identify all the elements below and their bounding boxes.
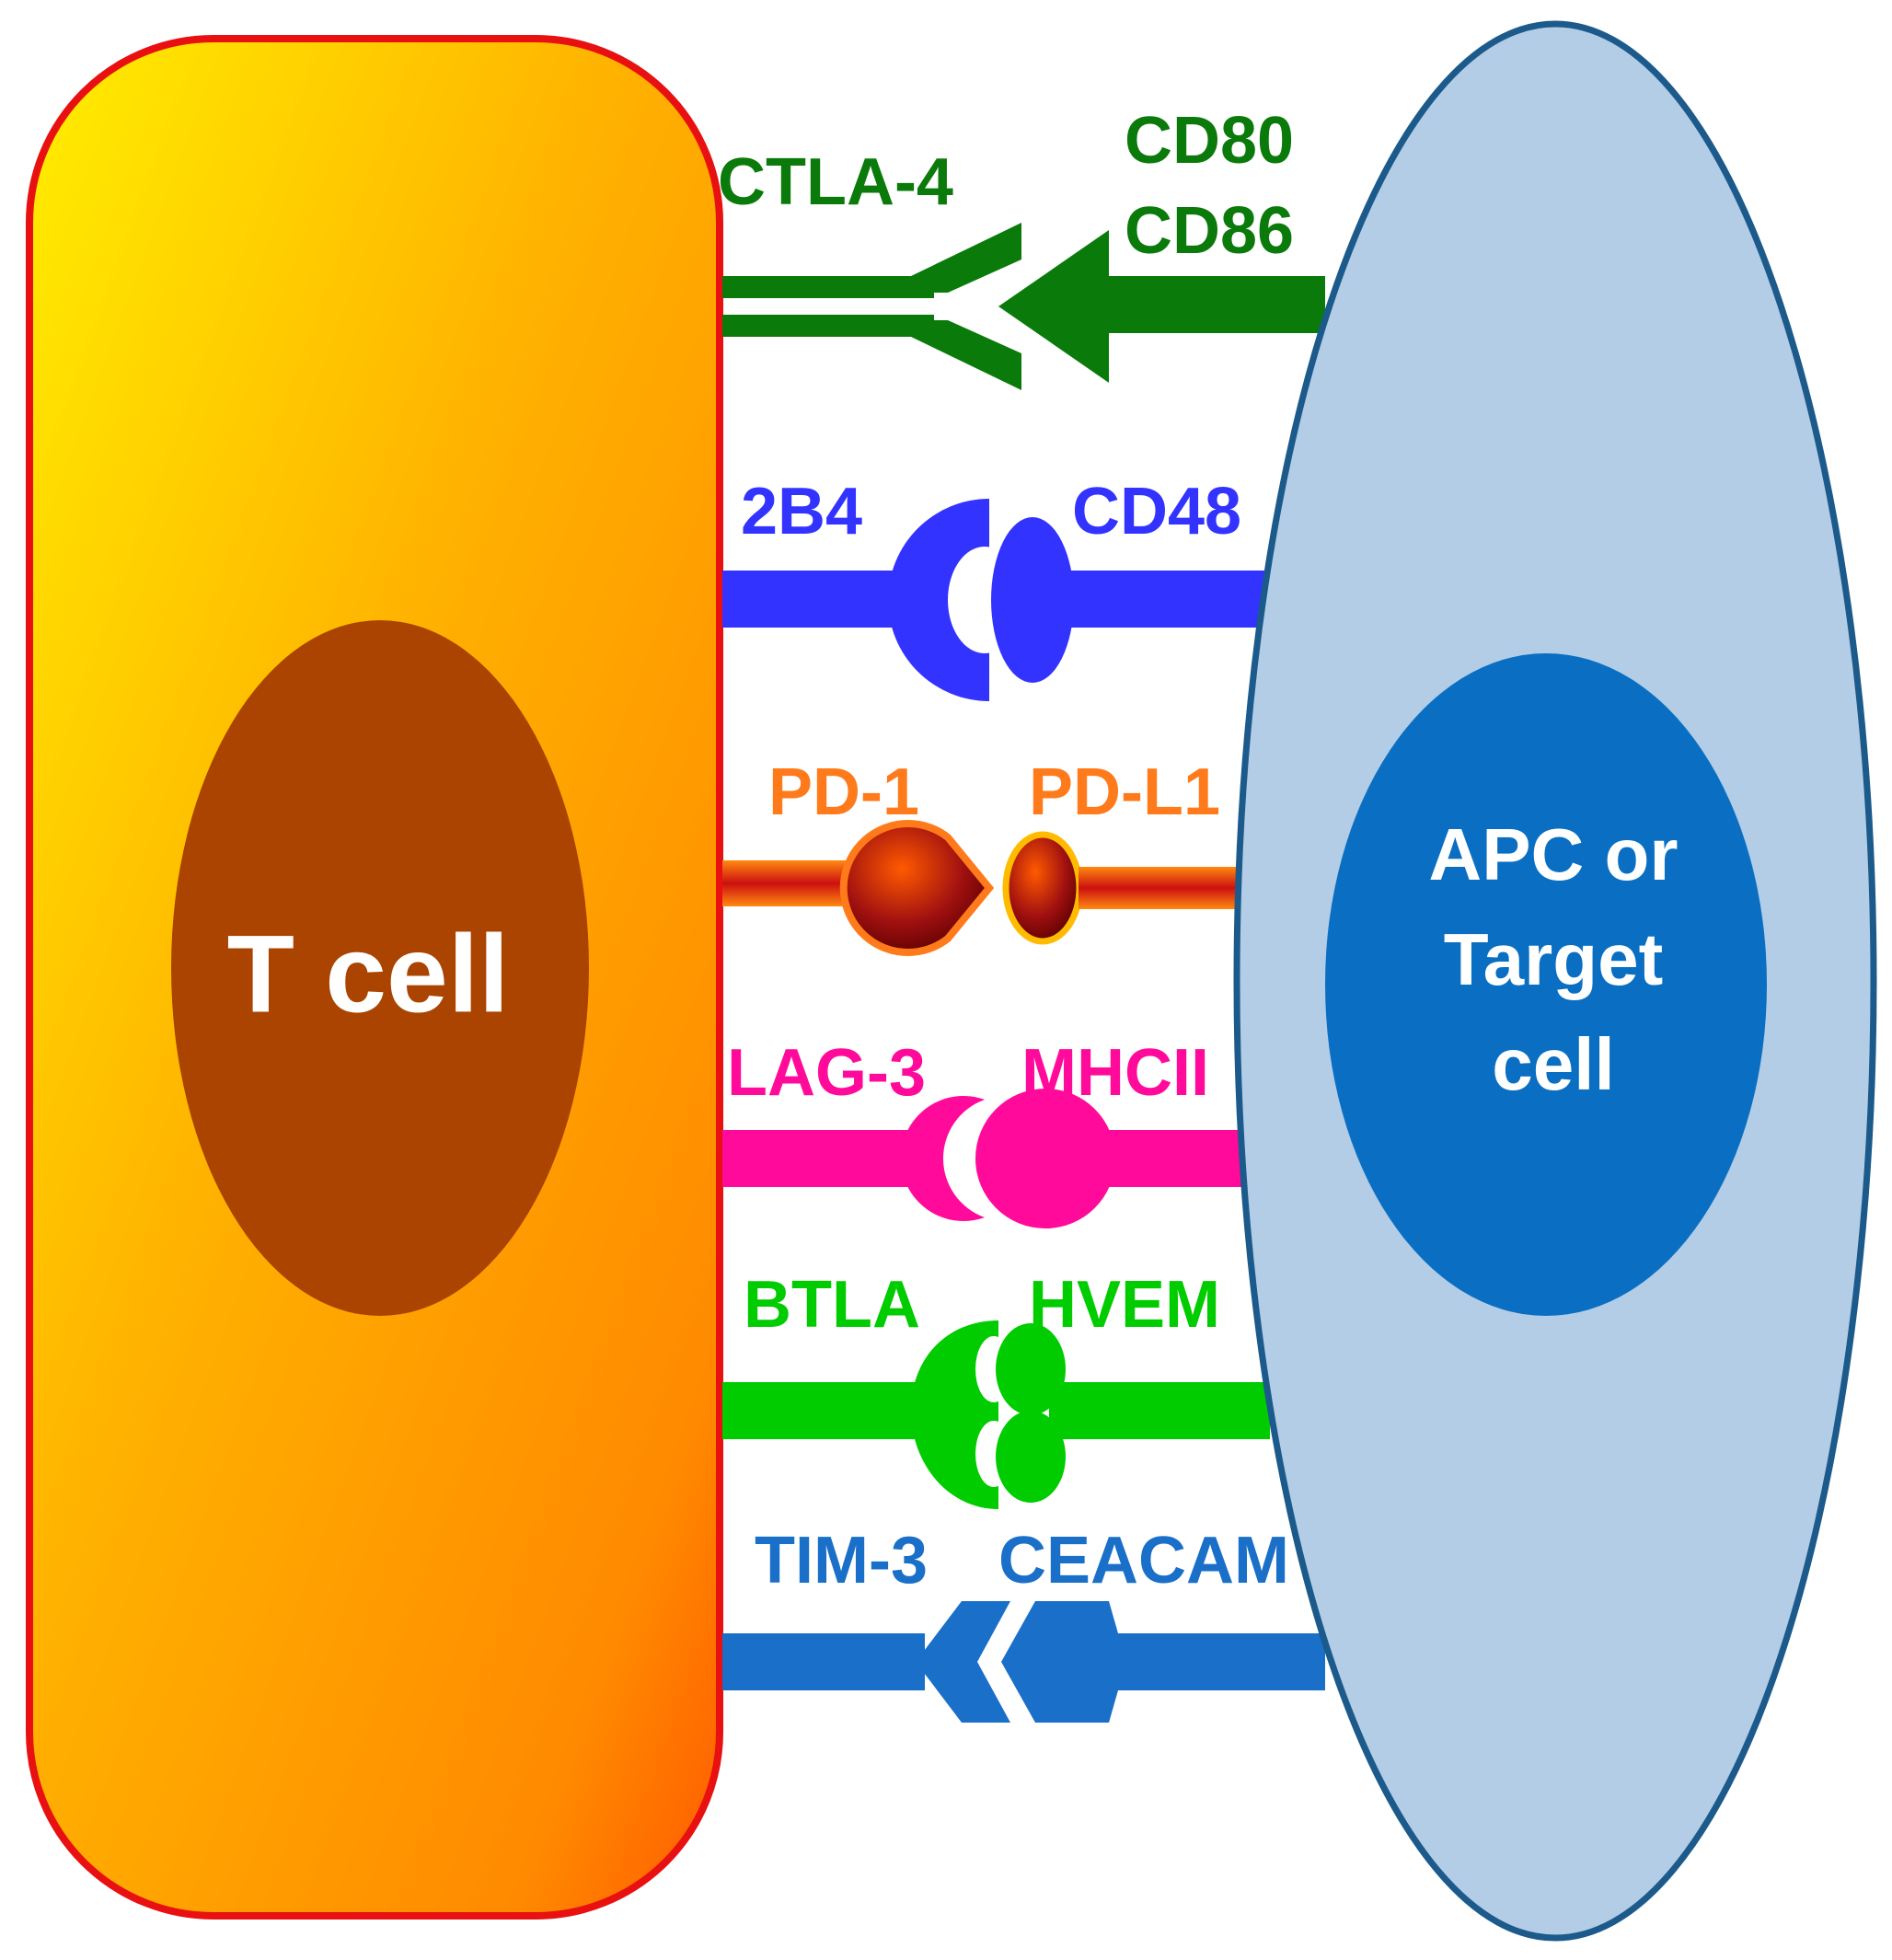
ctla4-label: CTLA-4 [718, 145, 953, 219]
cd80-label: CD80 [1125, 104, 1294, 178]
pdl1-ball [1002, 831, 1083, 945]
btla-hvem-interaction [722, 1320, 1270, 1509]
hvem-stem [1049, 1382, 1270, 1439]
mhcii-label: MHCII [1021, 1036, 1209, 1110]
ctla4-cd80-cd86-interaction [722, 223, 1325, 390]
pdl1-stem [1079, 867, 1263, 909]
2b4-label: 2B4 [741, 475, 862, 548]
cd48-head [991, 517, 1074, 683]
pd1-label: PD-1 [768, 755, 919, 829]
ctla4-upper-arm [911, 223, 1021, 293]
pdl1-label: PD-L1 [1029, 755, 1220, 829]
btla-stem [722, 1382, 925, 1439]
cd48-label: CD48 [1072, 475, 1241, 548]
apc-nucleus [1325, 653, 1767, 1316]
2b4-cd48-interaction [722, 499, 1270, 701]
lag3-cup [901, 1096, 985, 1221]
apc-label-line-2: Target [1444, 918, 1664, 1000]
apc-label-line-1: APC or [1428, 813, 1678, 895]
mhcii-head [975, 1089, 1115, 1228]
cd48-stem [1049, 571, 1270, 628]
ctla4-stem [722, 276, 934, 298]
hvem-lobe-top [996, 1323, 1066, 1415]
btla-label: BTLA [744, 1268, 920, 1342]
lag3-label: LAG-3 [727, 1036, 926, 1110]
tim3-stem [722, 1633, 925, 1690]
tim3-ceacam-interaction [722, 1601, 1325, 1723]
cd80-shaft [1104, 276, 1325, 333]
2b4-cup [888, 499, 989, 701]
ceacam-stem [1113, 1633, 1325, 1690]
cd86-label: CD86 [1125, 194, 1294, 268]
ctla4-lower-arm [911, 320, 1021, 390]
hvem-label: HVEM [1029, 1268, 1220, 1342]
ctla4-stem-2 [722, 315, 934, 337]
t-cell-label: T cell [227, 913, 510, 1036]
pd1-pacman [839, 820, 995, 956]
tim3-head [916, 1601, 1010, 1723]
lag3-mhcii-interaction [722, 1089, 1270, 1228]
apc-label-line-3: cell [1492, 1023, 1614, 1105]
ceacam-head [1001, 1601, 1118, 1723]
t-cell-nucleus [171, 620, 589, 1316]
pd1-pdl1-interaction [722, 820, 1263, 956]
ceacam-label: CEACAM [998, 1524, 1289, 1597]
tim3-label: TIM-3 [755, 1524, 928, 1597]
hvem-lobe-bottom [996, 1411, 1066, 1503]
cd80-arrowhead [998, 230, 1109, 383]
